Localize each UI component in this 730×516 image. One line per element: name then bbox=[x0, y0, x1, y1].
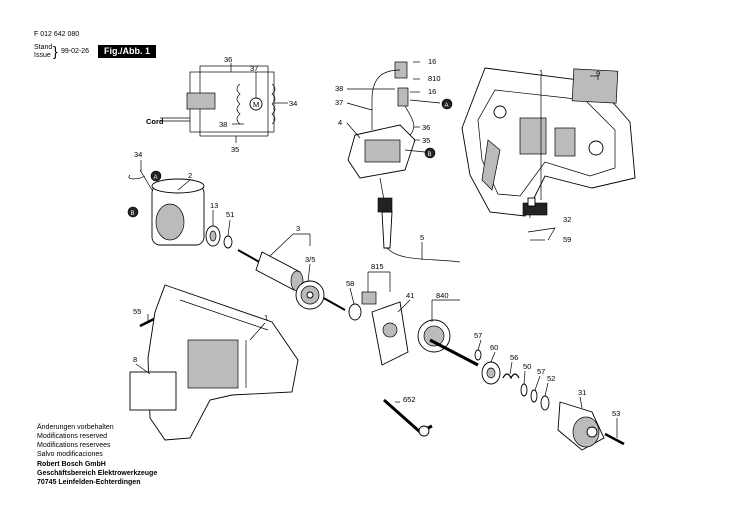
stand-label: Stand bbox=[34, 44, 53, 51]
part-label-53: 53 bbox=[612, 409, 620, 418]
part-label-34: 34 bbox=[134, 150, 142, 159]
part-label-57b: 57 bbox=[537, 367, 545, 376]
issue-date: 99-02-26 bbox=[61, 48, 90, 55]
part-label-8: 8 bbox=[133, 355, 137, 364]
part-label-35: 35 bbox=[422, 136, 430, 145]
connector-b-mid-label: B bbox=[131, 211, 135, 217]
connector-b-mid bbox=[127, 206, 139, 218]
wiring-label-36: 36 bbox=[224, 55, 232, 64]
part-label-55: 55 bbox=[133, 307, 141, 316]
part-label-60: 60 bbox=[490, 343, 498, 352]
connector-a-mid bbox=[150, 170, 162, 182]
motor-symbol: M bbox=[253, 100, 259, 109]
wiring-label-37: 37 bbox=[250, 64, 258, 73]
washer-52 bbox=[540, 395, 550, 411]
part-58 bbox=[348, 303, 362, 321]
company-name: Robert Bosch GmbH bbox=[37, 461, 106, 468]
stator-field bbox=[128, 169, 205, 246]
ring-57b bbox=[530, 389, 538, 403]
part-label-36: 36 bbox=[422, 123, 430, 132]
part-label-51: 51 bbox=[226, 210, 234, 219]
wiring-label-35: 35 bbox=[231, 145, 239, 154]
part-label-41: 41 bbox=[406, 291, 414, 300]
part-label-32: 32 bbox=[563, 215, 571, 224]
part-label-810: 810 bbox=[428, 74, 441, 83]
part-label-13: 13 bbox=[210, 201, 218, 210]
part-label-38: 38 bbox=[335, 84, 343, 93]
leader-lines bbox=[135, 61, 618, 438]
part-label-652: 652 bbox=[403, 395, 416, 404]
issue-label: Issue bbox=[34, 52, 51, 59]
spring-clip-59 bbox=[527, 227, 556, 241]
switch-assembly bbox=[347, 61, 461, 263]
part-label-1-left: 1 bbox=[264, 313, 268, 322]
part-label-31: 31 bbox=[578, 388, 586, 397]
washer-51 bbox=[223, 235, 233, 249]
part-label-57a: 57 bbox=[474, 331, 482, 340]
brush-holder-32 bbox=[522, 197, 548, 216]
screw-53 bbox=[604, 432, 625, 446]
figure-label: Fig./Abb. 1 bbox=[98, 45, 156, 58]
housing-half-right bbox=[461, 67, 636, 217]
spring-56 bbox=[502, 373, 520, 380]
cord-label: Cord bbox=[146, 117, 164, 126]
part-label-5: 5 bbox=[420, 233, 424, 242]
part-label-3-5: 3/5 bbox=[305, 255, 315, 264]
note-de: Änderungen vorbehalten bbox=[37, 424, 114, 431]
part-label-37: 37 bbox=[335, 98, 343, 107]
connector-b-top-label: B bbox=[428, 152, 432, 158]
ring-57a bbox=[474, 349, 482, 361]
gear-plate-41 bbox=[371, 301, 409, 366]
part-label-52: 52 bbox=[547, 374, 555, 383]
note-fr: Modifications reservees bbox=[37, 442, 111, 449]
part-label-2: 2 bbox=[188, 171, 192, 180]
chuck-31 bbox=[557, 401, 605, 451]
part-label-9: 9 bbox=[596, 69, 600, 78]
company-address: 70745 Leinfelden-Echterdingen bbox=[37, 479, 141, 486]
connector-a-top-label: A bbox=[445, 103, 449, 109]
connector-a-mid-label: A bbox=[154, 175, 158, 181]
part-label-59: 59 bbox=[563, 235, 571, 244]
wiring-label-34: 34 bbox=[289, 99, 297, 108]
doc-number: F 012 642 080 bbox=[34, 31, 80, 38]
gear-840 bbox=[417, 319, 479, 367]
part-815 bbox=[361, 291, 377, 305]
part-label-3: 3 bbox=[296, 224, 300, 233]
part-label-16b: 16 bbox=[428, 87, 436, 96]
part-label-840: 840 bbox=[436, 291, 449, 300]
part-label-4: 4 bbox=[338, 118, 342, 127]
division-name: Geschäftsbereich Elektrowerkzeuge bbox=[37, 470, 158, 477]
part-label-56: 56 bbox=[510, 353, 518, 362]
wiring-label-38: 38 bbox=[219, 120, 227, 129]
part-label-815: 815 bbox=[371, 262, 384, 271]
wiring-schematic bbox=[160, 63, 288, 143]
washer-50 bbox=[520, 383, 528, 397]
note-es: Salvo modificaciones bbox=[37, 451, 103, 458]
note-en: Modifications reserved bbox=[37, 433, 108, 440]
connector-a-top bbox=[441, 98, 453, 110]
part-label-1-top: 1 bbox=[539, 68, 543, 77]
part-label-58: 58 bbox=[346, 279, 354, 288]
brace: } bbox=[53, 43, 58, 59]
part-label-16a: 16 bbox=[428, 57, 436, 66]
armature bbox=[237, 249, 346, 311]
housing-half-left bbox=[129, 284, 299, 441]
connector-b-top bbox=[424, 147, 436, 159]
part-label-50: 50 bbox=[523, 362, 531, 371]
